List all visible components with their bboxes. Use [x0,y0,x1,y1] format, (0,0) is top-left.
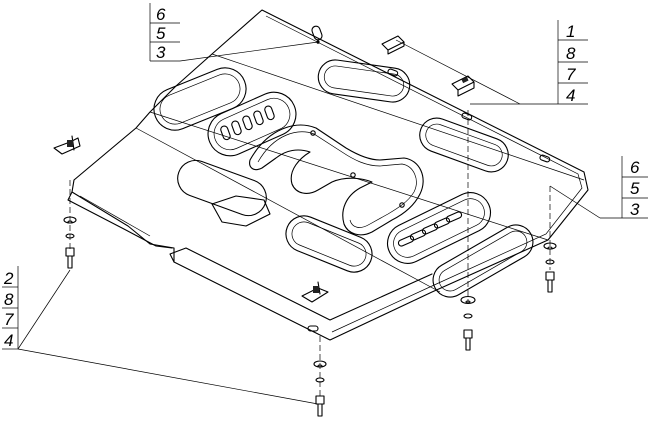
callout-number: 8 [566,44,576,63]
callout-number: 5 [156,24,166,43]
callout-number: 4 [566,86,575,105]
bracket-top [381,35,405,55]
callout-number: 2 [3,269,14,288]
callout-number: 6 [630,158,640,177]
central-serpentine-rib [249,124,424,236]
rib-top-middle [317,59,411,103]
hole [310,130,316,136]
rib-top-left [153,67,247,131]
drain-opening [211,195,271,227]
rib-right-middle [419,117,509,173]
stiffening-ribs [153,59,534,298]
bracket-left [53,135,81,155]
vent-slots-right [397,211,463,247]
callout-number: 8 [4,290,14,309]
skid-plate [67,9,589,341]
callout-top-left: 6 5 3 [149,3,180,62]
vent-slots-left [220,105,275,141]
bracket-bottom [301,281,329,303]
callout-number: 1 [566,22,575,41]
callout-number: 4 [4,331,13,350]
fastener-right [543,186,557,293]
callout-number: 7 [566,65,576,84]
callout-number: 3 [156,43,166,62]
hole [350,172,356,178]
callout-bottom-left: 2 8 7 4 [2,266,19,350]
fastener-center [460,110,476,351]
leader-lines [17,39,601,405]
rib-lower-left [177,159,267,217]
callout-number: 7 [4,310,14,329]
hole [399,202,405,208]
callout-right: 6 5 3 [600,156,648,219]
rib-right-vent [386,192,492,264]
callout-top-right: 1 8 7 4 [520,20,588,105]
mounting-slots [307,25,551,332]
rib-bottom-center [285,215,373,273]
rib-bottom-right [432,224,534,298]
callout-number: 3 [630,200,640,219]
callout-number: 5 [630,179,640,198]
callout-number: 6 [156,5,166,24]
fastener-bottom [313,336,327,417]
fastener-left [63,180,77,269]
bracket-right [451,75,475,97]
